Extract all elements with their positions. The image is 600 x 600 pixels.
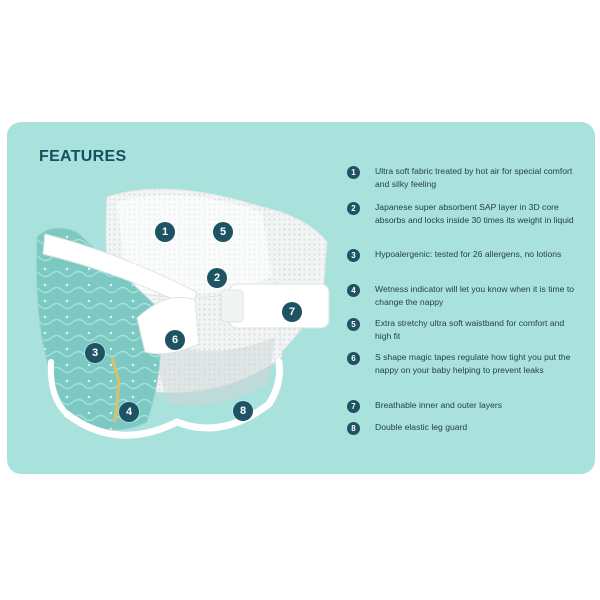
feature-text: Breathable inner and outer layers: [375, 400, 503, 410]
feature-number: 7: [347, 400, 360, 413]
feature-text: Extra stretchy ultra soft waistband for …: [375, 318, 565, 341]
diaper-illustration: 1 5 2 7 6 3 4 8: [7, 122, 347, 474]
badge-5: 5: [213, 222, 233, 242]
badge-6: 6: [165, 330, 185, 350]
feature-text: Wetness indicator will let you know when…: [375, 284, 575, 307]
feature-number: 5: [347, 318, 360, 331]
badge-2: 2: [207, 268, 227, 288]
feature-number: 1: [347, 166, 360, 179]
features-title: FEATURES: [39, 148, 127, 165]
feature-number: 8: [347, 422, 360, 435]
feature-text: Hypoalergenic: tested for 26 allergens, …: [375, 249, 562, 259]
badge-3: 3: [85, 343, 105, 363]
badge-7: 7: [282, 302, 302, 322]
feature-number: 2: [347, 202, 360, 215]
diaper-image: [35, 188, 330, 439]
feature-number: 4: [347, 284, 360, 297]
feature-text: Ultra soft fabric treated by hot air for…: [375, 166, 573, 189]
badge-1: 1: [155, 222, 175, 242]
feature-number: 6: [347, 352, 360, 365]
badge-4: 4: [119, 402, 139, 422]
feature-text: Double elastic leg guard: [375, 422, 468, 432]
badge-8: 8: [233, 401, 253, 421]
features-list: 1 Ultra soft fabric treated by hot air f…: [347, 122, 587, 474]
features-panel: FEATURES: [7, 122, 595, 474]
feature-text: Japanese super absorbent SAP layer in 3D…: [375, 202, 574, 225]
feature-number: 3: [347, 249, 360, 262]
feature-text: S shape magic tapes regulate how tight y…: [375, 352, 571, 375]
